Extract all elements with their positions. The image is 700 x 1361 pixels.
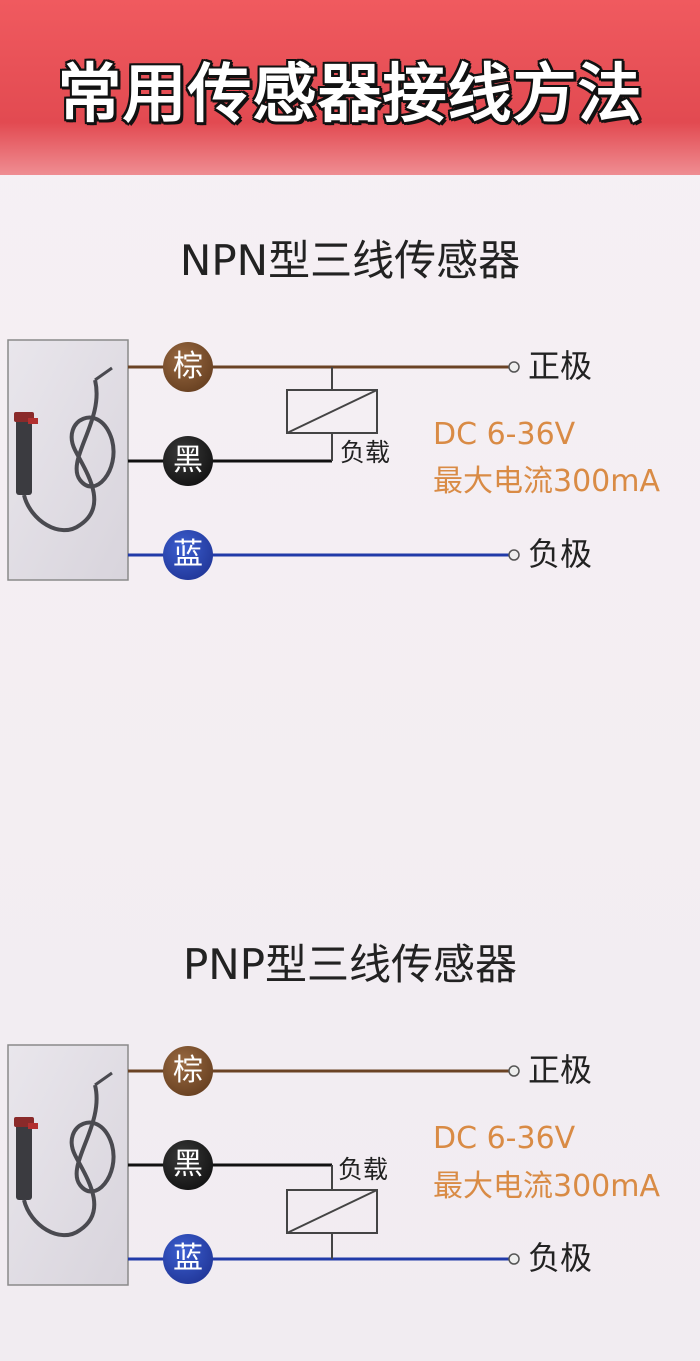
npn-voltage: DC 6-36V: [433, 417, 576, 452]
npn-negative-terminal: [508, 549, 520, 561]
title-banner: 常用传感器接线方法: [0, 0, 700, 175]
pnp-current: 最大电流300mA: [433, 1169, 661, 1204]
pnp-sensor-icon: [14, 1071, 116, 1238]
npn-sensor-icon: [14, 366, 116, 533]
npn-current: 最大电流300mA: [433, 464, 661, 499]
npn-title: NPN型三线传感器: [179, 236, 521, 285]
npn-positive-label: 正极: [528, 347, 593, 385]
pnp-brown-dot: 棕: [163, 1046, 213, 1096]
npn-black-dot: 黑: [163, 436, 213, 486]
pnp-blue-dot: 蓝: [163, 1234, 213, 1284]
npn-positive-terminal: [508, 361, 520, 373]
pnp-voltage: DC 6-36V: [433, 1121, 576, 1156]
pnp-title: PNP型三线传感器: [182, 940, 518, 989]
pnp-negative-label: 负极: [528, 1239, 593, 1277]
pnp-diagram: [7, 1044, 520, 1286]
page-title: 常用传感器接线方法: [57, 58, 643, 132]
pnp-positive-terminal: [508, 1065, 520, 1077]
npn-negative-label: 负极: [528, 535, 593, 573]
npn-blue-dot: 蓝: [163, 530, 213, 580]
pnp-positive-label: 正极: [528, 1051, 593, 1089]
pnp-load-label: 负载: [338, 1155, 389, 1184]
npn-brown-dot: 棕: [163, 342, 213, 392]
pnp-negative-terminal: [508, 1253, 520, 1265]
pnp-black-dot: 黑: [163, 1140, 213, 1190]
npn-diagram: [7, 339, 520, 581]
npn-load-label: 负载: [340, 438, 391, 467]
